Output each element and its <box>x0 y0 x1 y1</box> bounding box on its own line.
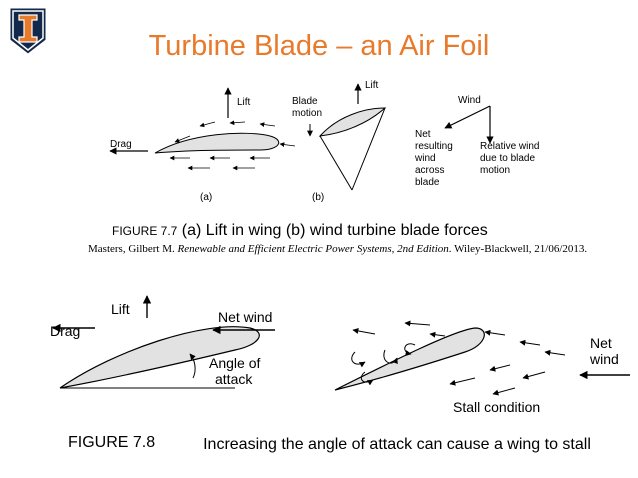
figure-7-7-diagram: Lift Drag (a) Lift Blade motion (b) Wind… <box>109 80 539 203</box>
panel-a-label: (a) <box>200 192 212 203</box>
panel-b-label: (b) <box>312 192 324 203</box>
stall-condition-label: Stall condition <box>453 399 540 415</box>
figure-7-8-number: FIGURE 7.8 <box>68 434 156 451</box>
figure-7-7-caption-text: (a) Lift in wing (b) wind turbine blade … <box>177 222 488 239</box>
figure-7-7-number: FIGURE 7.7 <box>112 224 178 238</box>
drag-label-fig8: Drag <box>50 323 80 339</box>
figure-7-7-caption: FIGURE 7.7 (a) Lift in wing (b) wind tur… <box>112 222 488 240</box>
university-logo-icon <box>9 7 47 55</box>
source-author: Masters, Gilbert M. <box>88 243 178 255</box>
source-title: Renewable and Efficient Electric Power S… <box>177 243 449 255</box>
relative-wind-label-2: due to blade <box>480 153 535 164</box>
blade-motion-label-2: motion <box>292 108 322 119</box>
angle-of-attack-label-1: Angle of <box>209 355 260 371</box>
net-wind-label-right-2: wind <box>589 351 619 367</box>
net-wind-label-5: blade <box>415 177 440 188</box>
figure-7-8-diagram: Lift Drag Net wind Angle of attack Net w… <box>50 295 630 415</box>
angle-of-attack-label-2: attack <box>215 371 253 387</box>
drag-label: Drag <box>110 139 132 150</box>
net-wind-label-left: Net wind <box>218 309 272 325</box>
lift-label-b: Lift <box>365 80 379 91</box>
blade-motion-label-1: Blade <box>292 96 318 107</box>
relative-wind-label-1: Relative wind <box>480 141 539 152</box>
net-wind-label-3: wind <box>414 153 436 164</box>
net-wind-label-1: Net <box>415 129 431 140</box>
lift-label-fig8: Lift <box>111 301 130 317</box>
net-wind-label-4: across <box>415 165 444 176</box>
slide-title: Turbine Blade – an Air Foil <box>148 30 490 62</box>
wind-label: Wind <box>458 95 481 106</box>
net-wind-label-2: resulting <box>415 141 453 152</box>
figure-7-8-caption-text: Increasing the angle of attack can cause… <box>203 436 591 453</box>
lift-label-a: Lift <box>237 97 251 108</box>
source-publisher: . Wiley-Blackwell, 21/06/2013. <box>448 243 588 255</box>
relative-wind-label-3: motion <box>480 165 510 176</box>
figure-7-7-source: Masters, Gilbert M. Renewable and Effici… <box>88 243 587 255</box>
net-wind-label-right-1: Net <box>590 335 612 351</box>
